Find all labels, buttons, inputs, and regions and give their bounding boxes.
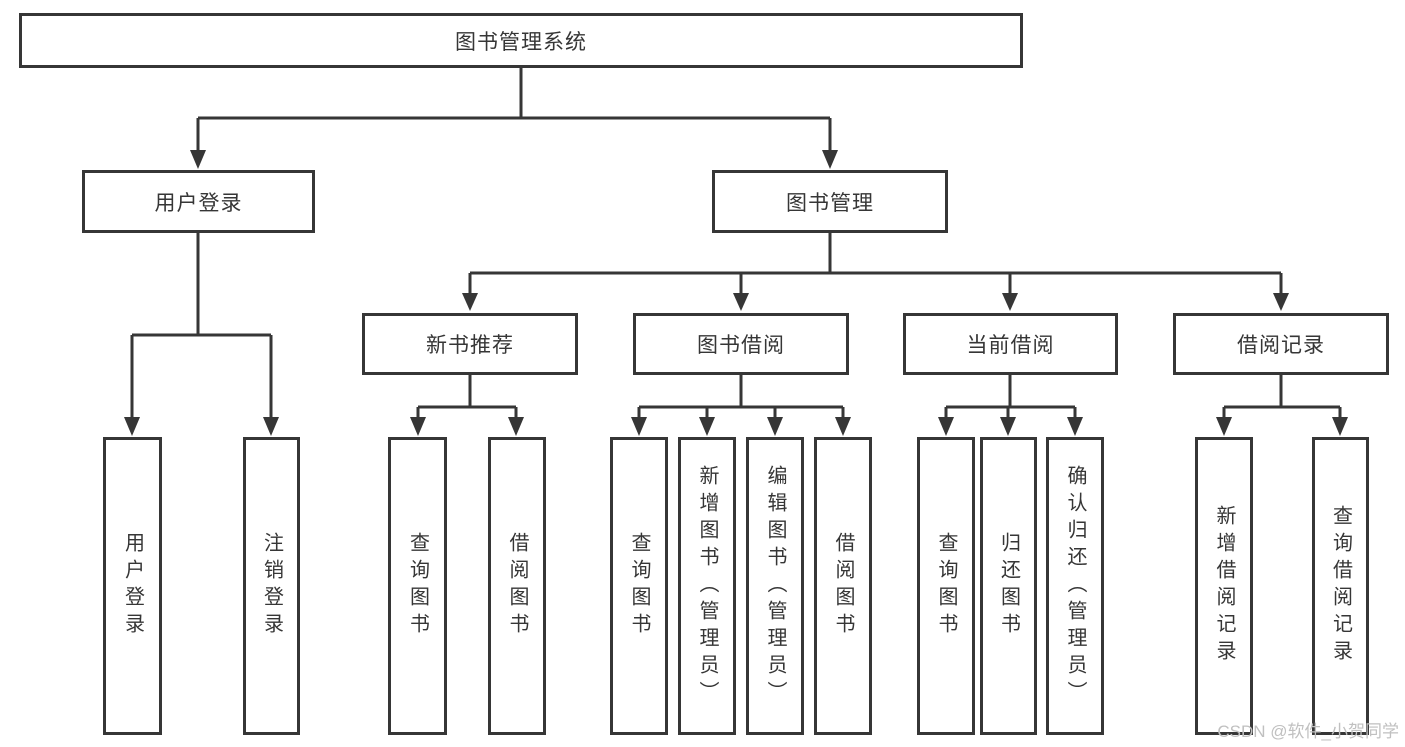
leaf-query-borrow-record: 查询借阅记录	[1312, 437, 1369, 735]
leaf-add-books-admin: 新增图书（管理员）	[678, 437, 736, 735]
connector-bookborrow-to-leaves	[631, 375, 851, 436]
leaf-query-borrow-record-label: 查询借阅记录	[1329, 505, 1352, 667]
node-current-borrowing: 当前借阅	[903, 313, 1118, 375]
leaf-logout-label: 注销登录	[260, 532, 283, 640]
leaf-borrow-books: 借阅图书	[814, 437, 872, 735]
leaf-borrow-books-recommend: 借阅图书	[488, 437, 546, 735]
leaf-confirm-return-admin: 确认归还（管理员）	[1046, 437, 1104, 735]
connector-currentborrow-to-leaves	[938, 375, 1083, 436]
leaf-query-books-recommend: 查询图书	[388, 437, 447, 735]
node-book-management: 图书管理	[712, 170, 948, 233]
leaf-user-login-label: 用户登录	[121, 532, 144, 640]
node-book-borrowing-label: 图书借阅	[697, 334, 785, 357]
leaf-logout: 注销登录	[243, 437, 300, 735]
leaf-borrow-books-label: 借阅图书	[832, 532, 854, 640]
node-new-book-recommend-label: 新书推荐	[426, 334, 514, 357]
leaf-query-books-borrowing: 查询图书	[610, 437, 668, 735]
leaf-edit-books-admin-label: 编辑图书（管理员）	[764, 464, 786, 708]
node-root: 图书管理系统	[19, 13, 1023, 68]
connector-bookmgmt-to-level3	[462, 233, 1289, 311]
connector-userlogin-to-leaves	[124, 233, 279, 436]
leaf-confirm-return-admin-label: 确认归还（管理员）	[1064, 464, 1086, 708]
connector-root-to-level2	[190, 68, 838, 169]
connector-records-to-leaves	[1216, 375, 1348, 436]
leaf-query-books-current-label: 查询图书	[935, 532, 957, 640]
node-book-borrowing: 图书借阅	[633, 313, 849, 375]
node-user-login: 用户登录	[82, 170, 315, 233]
node-user-login-label: 用户登录	[154, 191, 243, 215]
leaf-query-books-borrowing-label: 查询图书	[628, 532, 650, 640]
node-new-book-recommend: 新书推荐	[362, 313, 578, 375]
leaf-add-books-admin-label: 新增图书（管理员）	[696, 464, 718, 708]
leaf-add-borrow-record: 新增借阅记录	[1195, 437, 1253, 735]
csdn-watermark: CSDN @软件_小贺同学	[1217, 722, 1399, 741]
leaf-query-books-recommend-label: 查询图书	[406, 532, 429, 640]
node-current-borrowing-label: 当前借阅	[966, 334, 1055, 357]
leaf-edit-books-admin: 编辑图书（管理员）	[746, 437, 804, 735]
leaf-query-books-current: 查询图书	[917, 437, 975, 735]
node-book-management-label: 图书管理	[786, 191, 874, 215]
leaf-return-books: 归还图书	[980, 437, 1037, 735]
leaf-borrow-books-recommend-label: 借阅图书	[506, 532, 528, 640]
node-root-label: 图书管理系统	[455, 30, 587, 54]
connector-newbooks-to-leaves	[410, 375, 524, 436]
leaf-return-books-label: 归还图书	[997, 532, 1020, 640]
leaf-add-borrow-record-label: 新增借阅记录	[1213, 505, 1235, 667]
leaf-user-login: 用户登录	[103, 437, 162, 735]
node-borrowing-records: 借阅记录	[1173, 313, 1389, 375]
node-borrowing-records-label: 借阅记录	[1237, 334, 1325, 357]
